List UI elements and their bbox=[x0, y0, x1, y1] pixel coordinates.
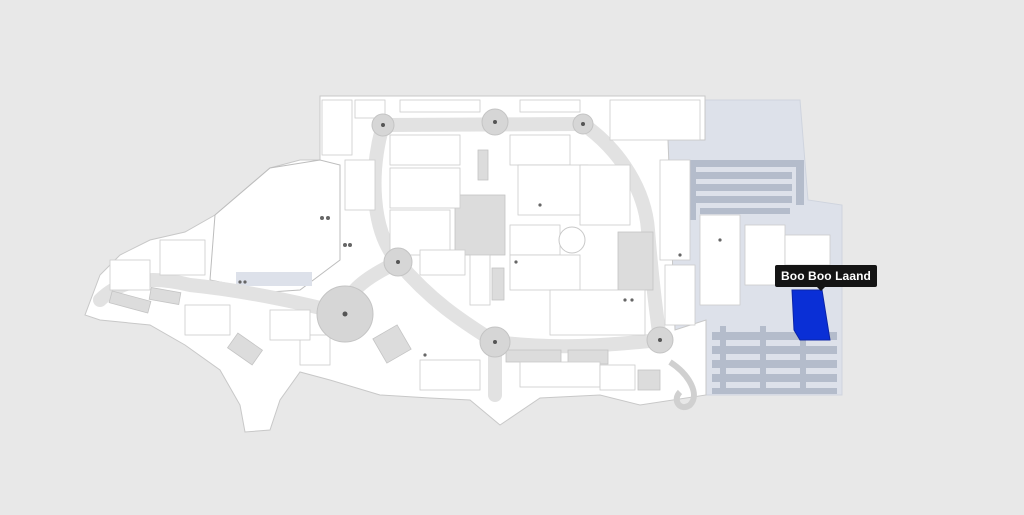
shop-parcels bbox=[109, 99, 831, 391]
tooltip-arrow bbox=[815, 285, 827, 291]
store-tooltip: Boo Boo Laand bbox=[775, 265, 877, 287]
store-icons bbox=[238, 203, 722, 357]
entrance-ramp bbox=[668, 359, 697, 411]
courts bbox=[316, 108, 674, 358]
